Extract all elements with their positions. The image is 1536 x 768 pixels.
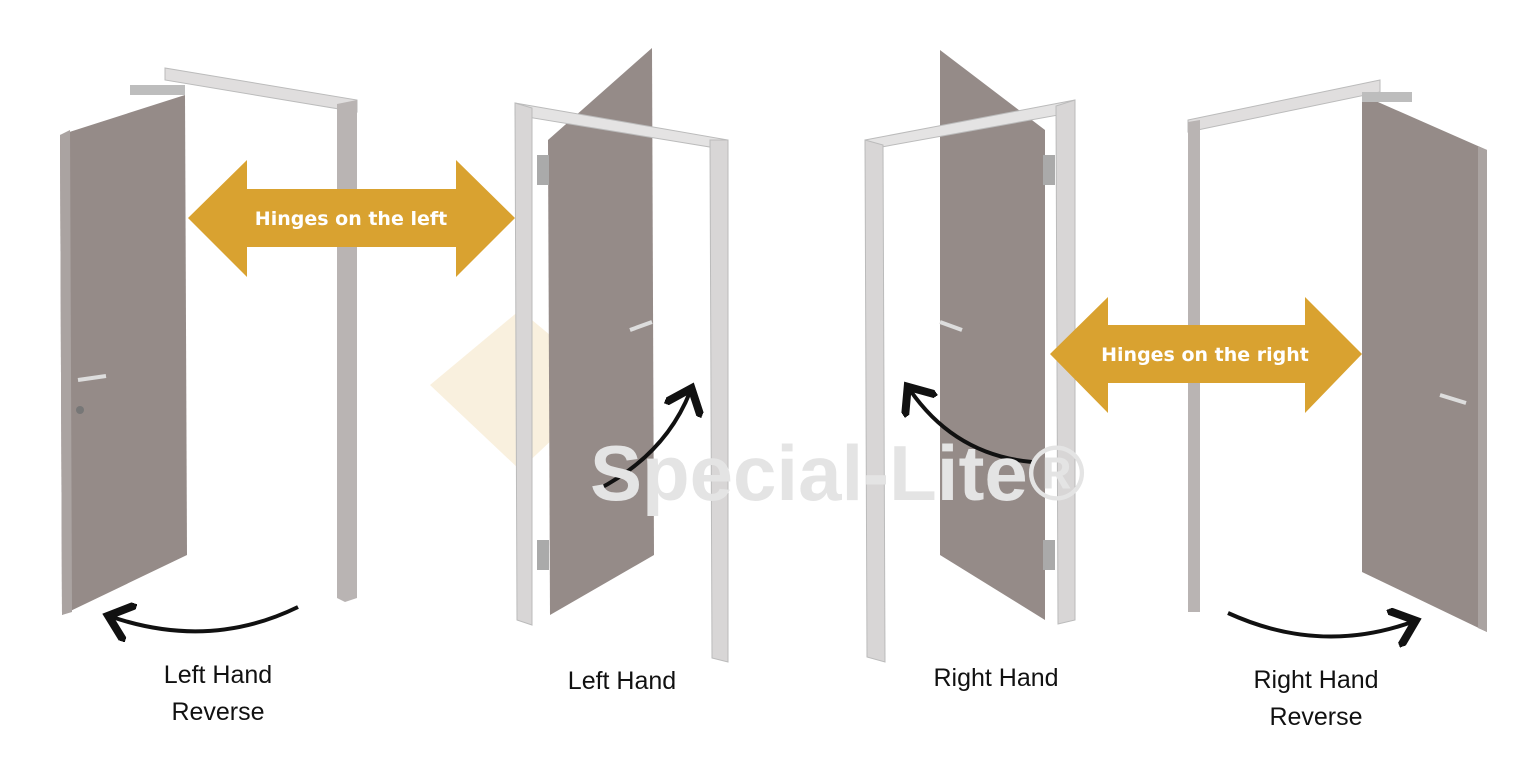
swing-arrow-left-hand-reverse bbox=[112, 607, 299, 631]
watermark-text: Special-Lite® bbox=[590, 429, 1085, 517]
label-line: Reverse bbox=[171, 698, 265, 726]
swing-arrow-right-hand-reverse bbox=[1227, 613, 1412, 637]
swing-arrow-right-hand bbox=[910, 390, 1033, 464]
label-left-hand-reverse: Left Hand Reverse bbox=[164, 657, 272, 731]
swing-arrow-left-hand bbox=[596, 392, 690, 492]
door-right-hand-reverse bbox=[1187, 79, 1487, 632]
hinges-right-label: Hinges on the right bbox=[1101, 344, 1309, 366]
door-left-hand-reverse bbox=[60, 67, 358, 615]
label-right-hand-reverse: Right Hand Reverse bbox=[1253, 662, 1378, 736]
label-line: Left Hand bbox=[163, 661, 273, 689]
door-right-hand bbox=[864, 50, 1076, 663]
hinges-left-arrow: Hinges on the left bbox=[188, 160, 515, 277]
hinges-left-label: Hinges on the left bbox=[255, 208, 447, 230]
label-right-hand: Right Hand bbox=[933, 664, 1059, 692]
label-left-hand: Left Hand bbox=[567, 667, 677, 695]
hinges-right-arrow: Hinges on the right bbox=[1050, 297, 1362, 413]
label-line: Reverse bbox=[1269, 703, 1363, 731]
label-line: Right Hand bbox=[1253, 666, 1379, 694]
